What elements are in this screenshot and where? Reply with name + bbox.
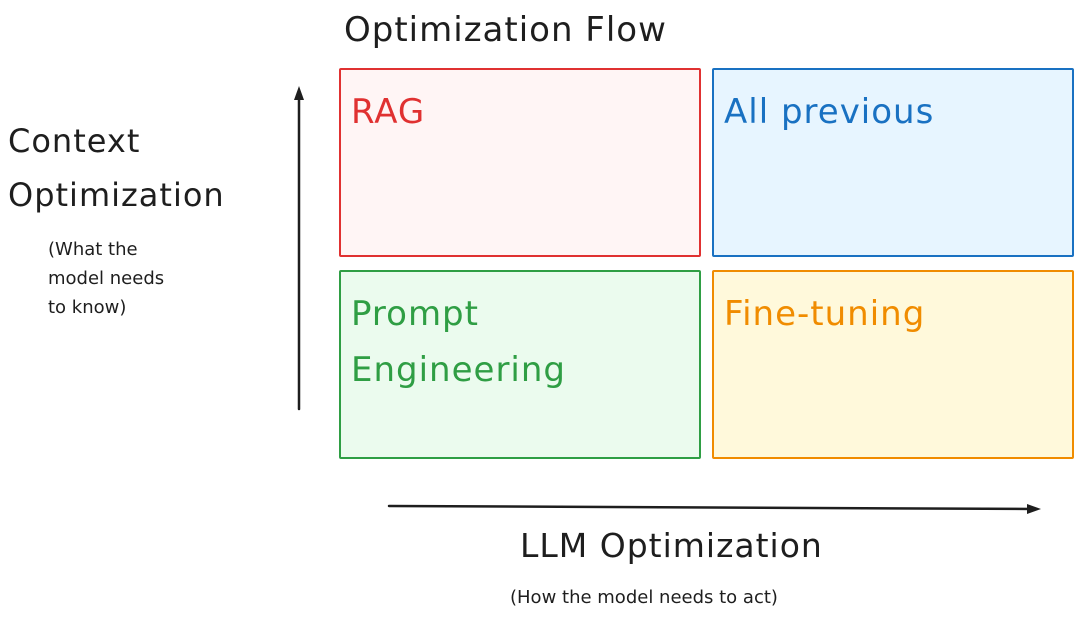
y-axis-subtitle-line-1: (What the <box>48 239 138 260</box>
quadrant-prompt-engineering-label-line-1: Prompt <box>351 294 479 334</box>
y-axis-title: Context Optimization <box>8 114 225 222</box>
quadrant-all-previous-label: All previous <box>724 92 935 132</box>
y-axis-subtitle-line-3: to know) <box>48 297 127 318</box>
quadrant-prompt-engineering-label: Prompt Engineering <box>351 286 566 398</box>
x-axis-arrow <box>387 504 1041 514</box>
quadrant-all-previous: All previous <box>712 68 1074 257</box>
quadrant-prompt-engineering: Prompt Engineering <box>339 270 701 459</box>
quadrant-fine-tuning-label: Fine-tuning <box>724 294 926 334</box>
quadrant-rag-label: RAG <box>351 92 426 132</box>
y-axis-arrow <box>294 86 304 411</box>
y-axis-title-line-2: Optimization <box>8 176 225 214</box>
y-axis-subtitle: (What the model needs to know) <box>48 235 164 322</box>
x-axis-subtitle: (How the model needs to act) <box>510 587 778 608</box>
quadrant-prompt-engineering-label-line-2: Engineering <box>351 350 566 390</box>
y-axis-title-line-1: Context <box>8 122 141 160</box>
x-axis-title: LLM Optimization <box>520 526 823 565</box>
quadrant-rag: RAG <box>339 68 701 257</box>
diagram-title: Optimization Flow <box>344 10 667 50</box>
y-axis-subtitle-line-2: model needs <box>48 268 165 289</box>
quadrant-fine-tuning: Fine-tuning <box>712 270 1074 459</box>
